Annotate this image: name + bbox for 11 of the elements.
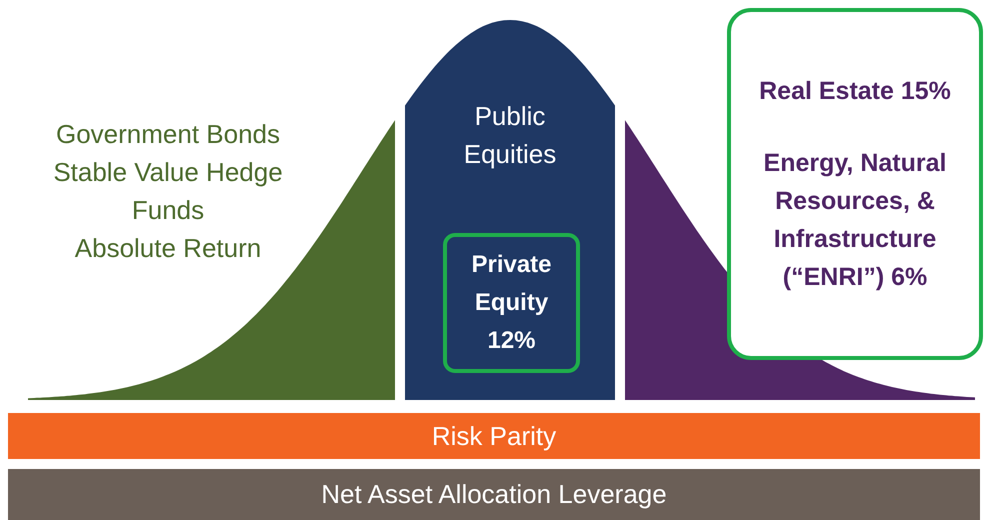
allocation-band: Net Asset Allocation Leverage — [8, 469, 980, 520]
allocation-label: Energy, Natural Resources, & Infrastructure (“ENRI”) 6% — [762, 148, 948, 293]
highlight-box — [443, 233, 580, 373]
category-label: Public Equities — [462, 100, 558, 171]
allocation-label: Private Equity 12% — [470, 250, 553, 356]
allocation-band: Risk Parity — [8, 413, 980, 459]
highlight-box — [727, 8, 983, 360]
category-label: Government Bonds — [54, 118, 281, 151]
allocation-label: Real Estate 15% — [758, 76, 952, 107]
category-label: Stable Value Hedge Funds — [52, 156, 284, 227]
category-label: Absolute Return — [74, 232, 262, 265]
